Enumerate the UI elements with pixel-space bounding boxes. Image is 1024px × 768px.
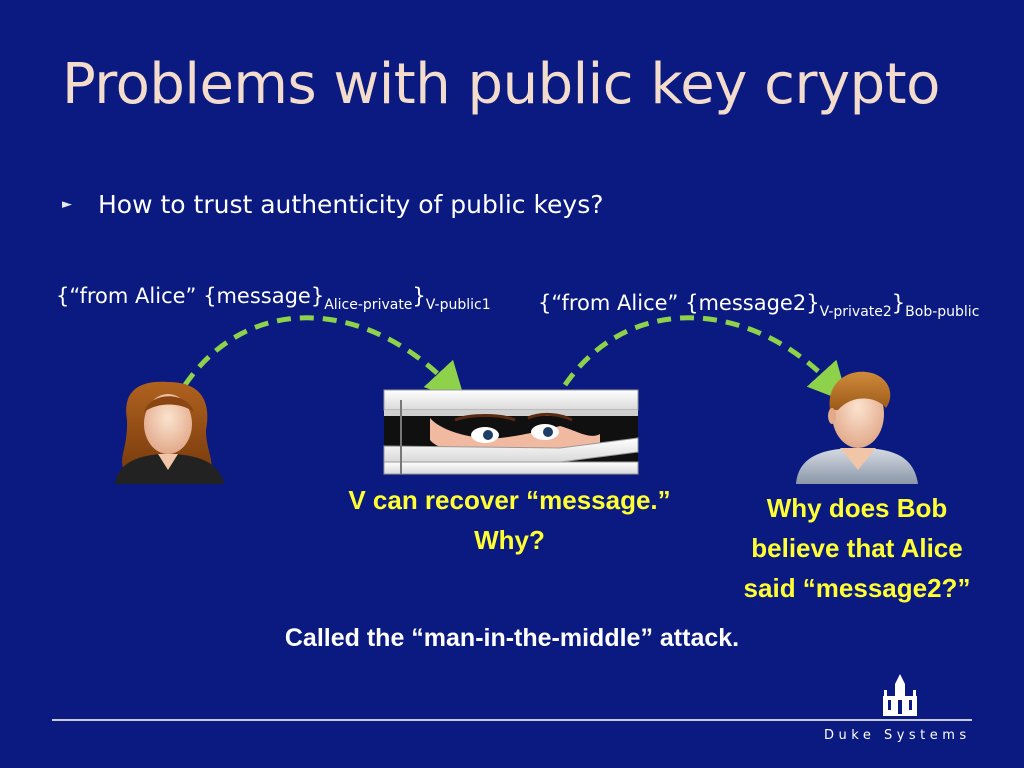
message-v-to-bob: {“from Alice” {message2}V-private2}Bob-p… xyxy=(538,291,979,320)
arrow-v-to-bob xyxy=(562,315,849,403)
message-v-to-bob-key1: V-private2 xyxy=(819,304,892,320)
message-v-to-bob-prefix: {“from Alice” {message2} xyxy=(538,291,820,315)
bob-caption: Why does Bob believe that Alice said “me… xyxy=(712,488,1002,608)
bullet-text: How to trust authenticity of public keys… xyxy=(98,190,604,219)
message-alice-to-v-key1: Alice-private xyxy=(324,297,413,313)
bob-caption-line: believe that Alice xyxy=(751,533,963,563)
bullet-item: ► How to trust authenticity of public ke… xyxy=(62,190,604,219)
peeking-eyes-blinds-icon xyxy=(383,389,639,475)
message-alice-to-v-key2: V-public1 xyxy=(425,297,491,313)
male-user-icon xyxy=(796,371,918,484)
v-caption-line: Why? xyxy=(474,525,545,555)
bullet-arrow-icon: ► xyxy=(62,197,72,212)
message-alice-to-v-close: } xyxy=(412,284,426,308)
female-user-icon xyxy=(115,381,224,484)
footer-divider xyxy=(52,719,972,721)
message-alice-to-v-prefix: {“from Alice” {message} xyxy=(56,284,325,308)
arrow-alice-to-v xyxy=(182,315,466,403)
v-caption: V can recover “message.” Why? xyxy=(322,480,697,560)
message-alice-to-v: {“from Alice” {message}Alice-private}V-p… xyxy=(56,284,491,313)
v-caption-line: V can recover “message.” xyxy=(348,485,671,515)
slide-title: Problems with public key crypto xyxy=(62,52,940,117)
footer-brand: Duke Systems xyxy=(824,728,971,743)
message-v-to-bob-key2: Bob-public xyxy=(905,304,980,320)
message-v-to-bob-close: } xyxy=(891,291,906,315)
bob-caption-line: Why does Bob xyxy=(766,493,948,523)
attack-name-text: Called the “man-in-the-middle” attack. xyxy=(284,624,740,652)
duke-chapel-icon xyxy=(883,674,917,716)
bob-caption-line: said “message2?” xyxy=(743,573,971,603)
